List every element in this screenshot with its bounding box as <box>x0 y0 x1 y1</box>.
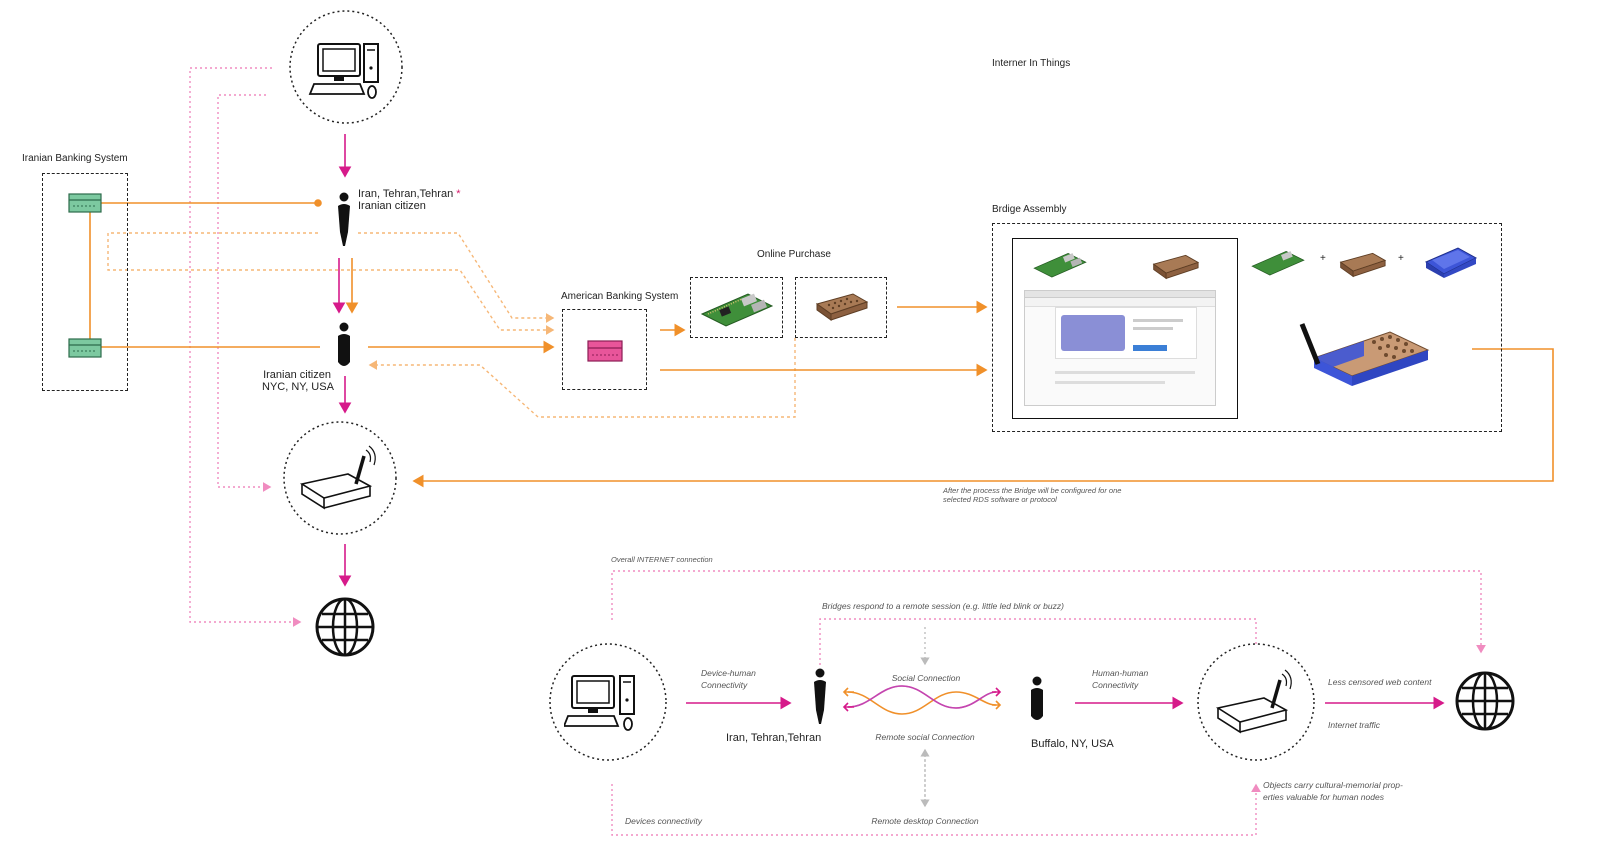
wooden-case-icon <box>815 293 869 321</box>
bridge-device-icon <box>1215 669 1292 734</box>
device-human-label-2: Connectivity <box>701 680 748 690</box>
pink-dotted-feeds <box>189 67 302 627</box>
globe-icon <box>1455 671 1515 731</box>
nyc-person-location: NYC, NY, USA <box>262 381 334 393</box>
human-human-label-1: Human-human <box>1092 668 1149 678</box>
raspberry-pi-box <box>690 277 783 338</box>
iranian-banking-box <box>42 173 128 391</box>
person-icon-iran-bottom <box>814 668 826 724</box>
required-star: * <box>456 188 461 200</box>
person-icon-buffalo <box>1031 676 1043 720</box>
diagram-title: Interner In Things <box>992 58 1071 69</box>
bridges-respond-label: Bridges respond to a remote session (e.g… <box>822 601 1064 611</box>
blue-case-part-icon <box>1424 247 1478 278</box>
human-human-label-2: Connectivity <box>1092 680 1139 690</box>
device-human-label-1: Device-human <box>701 668 756 678</box>
overall-internet-label: Overall INTERNET connection <box>611 555 713 564</box>
raspberry-pi-board-icon <box>700 293 774 327</box>
raspberry-pi-board-icon <box>1251 250 1305 276</box>
american-banking-box <box>562 309 647 390</box>
iran-person-location: Iran, Tehran,Tehran * <box>358 188 461 200</box>
bridge-device-icon <box>299 445 376 510</box>
bridge-assembly-label: Brdige Assembly <box>992 204 1067 215</box>
bank-card-icon <box>68 338 102 358</box>
objects-carry-label-2: erties valuable for human nodes <box>1263 792 1384 802</box>
bank-card-icon <box>68 193 102 213</box>
case-box <box>795 277 887 338</box>
wooden-case-icon <box>1339 252 1387 278</box>
magenta-flows <box>332 134 352 587</box>
iran-person-status: Iranian citizen <box>358 200 426 212</box>
globe-icon <box>315 597 375 657</box>
nyc-person-status: Iranian citizen <box>263 369 331 381</box>
remote-desktop-label: Remote desktop Connection <box>871 816 979 826</box>
orange-dotted-paths <box>107 232 796 418</box>
assembled-bridge-icon <box>1299 323 1430 386</box>
bottom-pink-dotted <box>611 570 1486 836</box>
less-censored-label: Less censored web content <box>1328 677 1432 687</box>
raspberry-pi-board-icon <box>1033 252 1087 278</box>
objects-carry-label-1: Objects carry cultural-memorial prop- <box>1263 780 1403 790</box>
desktop-computer-icon <box>308 43 379 99</box>
desktop-computer-icon <box>564 675 635 731</box>
devices-connectivity-label: Devices connectivity <box>625 816 703 826</box>
american-banking-label: American Banking System <box>561 291 679 302</box>
bank-card-icon <box>587 340 623 362</box>
social-braid <box>842 685 1002 715</box>
person-icon-nyc <box>338 322 350 366</box>
online-purchase-label: Online Purchase <box>757 249 831 260</box>
iranian-banking-label: Iranian Banking System <box>22 153 128 164</box>
wooden-case-icon <box>1152 254 1200 280</box>
plus-sign: + <box>1320 253 1326 264</box>
remote-social-label: Remote social Connection <box>875 732 975 742</box>
web-shop-screenshot <box>1024 290 1216 406</box>
buffalo-location-label: Buffalo, NY, USA <box>1031 738 1114 750</box>
plus-sign: + <box>1398 253 1404 264</box>
orange-solid-flows <box>89 199 1554 488</box>
bridge-assembly-box <box>992 223 1502 432</box>
bridge-note-line1: After the process the Bridge will be con… <box>943 486 1122 495</box>
person-icon-iran <box>338 192 350 246</box>
social-connection-label: Social Connection <box>891 673 961 683</box>
bridge-note-line2: selected RDS software or protocol <box>943 495 1057 504</box>
iran-location-label: Iran, Tehran,Tehran <box>726 732 822 744</box>
internet-traffic-label: Internet traffic <box>1328 720 1380 730</box>
